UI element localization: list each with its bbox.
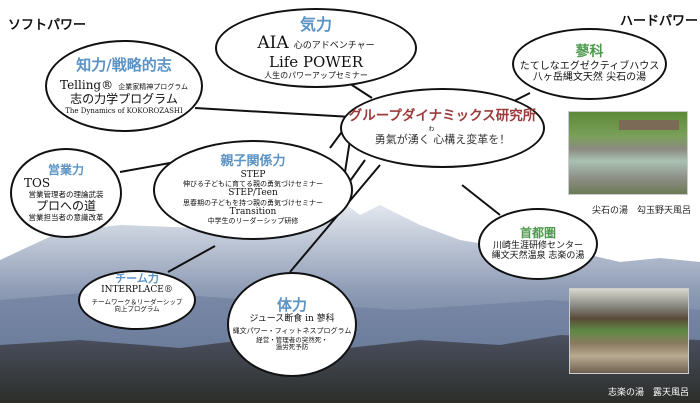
shuto-line: 川崎生涯研修センター xyxy=(492,240,583,251)
step-subtitle: 伸びる子どもに育てる親の勇気づけセミナー xyxy=(183,180,323,189)
step-teen-subtitle: 思春期の子どもを持つ親の勇気づけセミナー xyxy=(183,198,323,207)
tateshina-line: たてしなエグゼクティブハウス xyxy=(519,60,660,72)
aia-subtitle: 心のアドベンチャー xyxy=(293,41,375,52)
telling-subtitle: 企業家精神プログラム xyxy=(118,82,188,91)
tairyoku-line: ジュース断食 in 蓼科 xyxy=(249,314,335,325)
shuto-bubble: 首都圏 川崎生涯研修センター 縄文天然温泉 志楽の湯 xyxy=(478,208,598,280)
ruby-text: わ xyxy=(428,126,435,134)
tos-subtitle: 営業管理者の理論武装 xyxy=(28,190,104,200)
life-power-title: Life POWER xyxy=(268,52,363,71)
photo-caption: 志楽の湯 露天風呂 xyxy=(608,388,690,398)
tateshina-heading: 蓼科 xyxy=(575,44,604,61)
team-bubble: チーム力 INTERPLACE® チームワーク＆リーダーシップ 向上プログラム xyxy=(78,270,196,330)
pro-title: プロへの道 xyxy=(35,198,96,213)
tsuishi-onsen-photo xyxy=(568,111,688,195)
life-power-subtitle: 人生のパワーアップセミナー xyxy=(264,71,368,80)
transition-title: Transition xyxy=(229,206,277,217)
step-title: STEP xyxy=(240,169,266,180)
kiryoku-heading: 気力 xyxy=(299,14,332,34)
shiraku-onsen-photo xyxy=(569,288,689,374)
eigyo-bubble: 営業力 TOS 営業管理者の理論武装 プロへの道 営業担当者の意識改革 xyxy=(10,148,122,238)
team-subtitle: 向上プログラム xyxy=(114,304,160,313)
tairyoku-heading: 体力 xyxy=(276,296,307,315)
tairyoku-bubble: 体力 ジュース断食 in 蓼科 縄文パワー・フィットネスプログラム 経営・管理者… xyxy=(227,272,357,377)
kokorozashi-english: The Dynamics of KOKOROZASHI xyxy=(65,106,183,115)
kiryoku-bubble: 気力 AIA 心のアドベンチャー Life POWER 人生のパワーアップセミナ… xyxy=(215,8,417,88)
eigyo-heading: 営業力 xyxy=(47,162,84,177)
institute-title: グループダイナミックス研究所 xyxy=(348,107,537,124)
photo-caption: 尖石の湯 勾玉野天風呂 xyxy=(592,206,692,216)
oyako-bubble: 親子関係力 STEP 伸びる子どもに育てる親の勇気づけセミナー STEP/Tee… xyxy=(153,140,353,240)
slogan: 勇氣が湧く 心構え変革を！ xyxy=(374,133,511,147)
oyako-heading: 親子関係力 xyxy=(220,153,286,169)
interplace-title: INTERPLACE® xyxy=(101,285,173,296)
team-subtitle: チームワーク＆リーダーシップ xyxy=(91,297,183,306)
tos-title: TOS xyxy=(24,176,51,191)
tairyoku-line: 縄文パワー・フィットネスプログラム xyxy=(232,326,352,335)
soft-power-label: ソフトパワー xyxy=(8,18,87,33)
center-bubble: グループダイナミックス研究所 わ 勇氣が湧く 心構え変革を！ xyxy=(340,88,545,168)
tateshina-bubble: 蓼科 たてしなエグゼクティブハウス 八ヶ岳縄文天然 尖石の湯 xyxy=(512,28,667,100)
hard-power-label: ハードパワー xyxy=(620,14,699,29)
tateshina-line: 八ヶ岳縄文天然 尖石の湯 xyxy=(532,72,647,84)
tairyoku-line: 過労死予防 xyxy=(275,343,309,352)
team-heading: チーム力 xyxy=(115,271,159,285)
transition-subtitle: 中学生のリーダーシップ研修 xyxy=(207,217,299,225)
shuto-heading: 首都圏 xyxy=(519,225,556,240)
roof-shape xyxy=(619,120,679,130)
chiryoku-bubble: 知力/戦略的志 Telling® 企業家精神プログラム 志の力学プログラム Th… xyxy=(45,40,203,132)
tairyoku-line: 経営・管理者の突然死・ xyxy=(256,335,328,344)
chiryoku-heading: 知力/戦略的志 xyxy=(76,56,172,75)
step-teen-title: STEP/Teen xyxy=(228,188,278,199)
aia-title: AIA xyxy=(257,33,289,54)
shuto-line: 縄文天然温泉 志楽の湯 xyxy=(491,250,585,261)
telling-title: Telling® xyxy=(60,77,114,92)
pro-subtitle: 営業担当者の意識改革 xyxy=(28,212,104,222)
kokorozashi-title: 志の力学プログラム xyxy=(70,91,178,106)
